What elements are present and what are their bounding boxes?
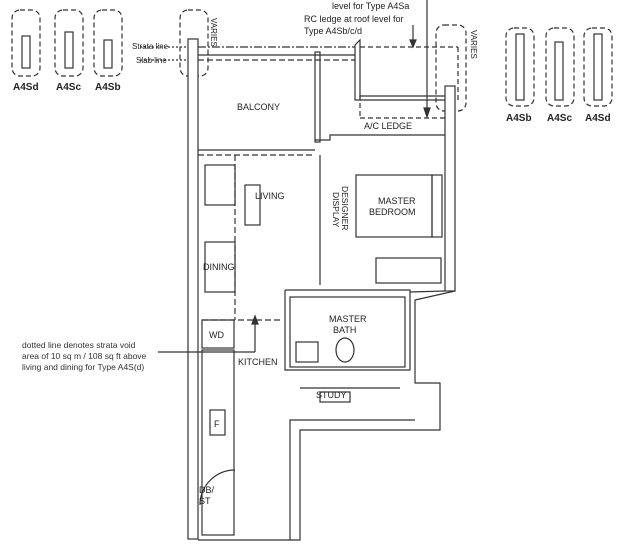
room-wd: WD [209, 330, 224, 340]
room-master-bedroom: MASTER [378, 196, 416, 206]
rc-ledge-note-2: Type A4Sb/c/d [304, 26, 363, 36]
room-master-bedroom: BEDROOM [369, 207, 416, 217]
variant-label: A4Sb [95, 82, 121, 93]
room-master-bath: MASTER [329, 314, 367, 324]
top-note: level for Type A4Sa [330, 1, 412, 12]
void-note: dotted line denotes strata void area of … [22, 340, 146, 373]
room-ac-ledge: A/C LEDGE [364, 121, 413, 131]
room-kitchen: KITCHEN [238, 357, 278, 367]
variant-label: A4Sd [13, 82, 39, 93]
variant-label: A4Sc [547, 113, 573, 124]
db-label: DB/ [199, 485, 215, 495]
variant-label: A4Sc [56, 82, 82, 93]
room-living: LIVING [255, 191, 285, 201]
fridge-label: F [214, 419, 220, 429]
varies-label: VARIES [209, 18, 218, 47]
void-note-line: area of 10 sq m / 108 sq ft above [22, 351, 147, 361]
slab-line-label: Slab line [136, 56, 167, 65]
room-master-bath: BATH [333, 325, 357, 335]
varies-label: VARIES [469, 30, 478, 59]
strata-line-label: Strata line [132, 42, 169, 51]
void-note-line: dotted line denotes strata void [22, 340, 136, 350]
room-dining: DINING [203, 262, 235, 272]
room-study: STUDY [316, 390, 347, 400]
variant-label: A4Sb [506, 113, 532, 124]
designer-display-label: DISPLAY [331, 192, 341, 228]
variant-label: A4Sd [585, 113, 611, 124]
void-note-line: living and dining for Type A4S(d) [22, 362, 145, 372]
room-balcony: BALCONY [237, 102, 281, 112]
designer-display-label: DESIGNER [340, 186, 350, 231]
db-label: ST [199, 496, 211, 506]
rc-ledge-note: RC ledge at roof level for [304, 14, 404, 24]
